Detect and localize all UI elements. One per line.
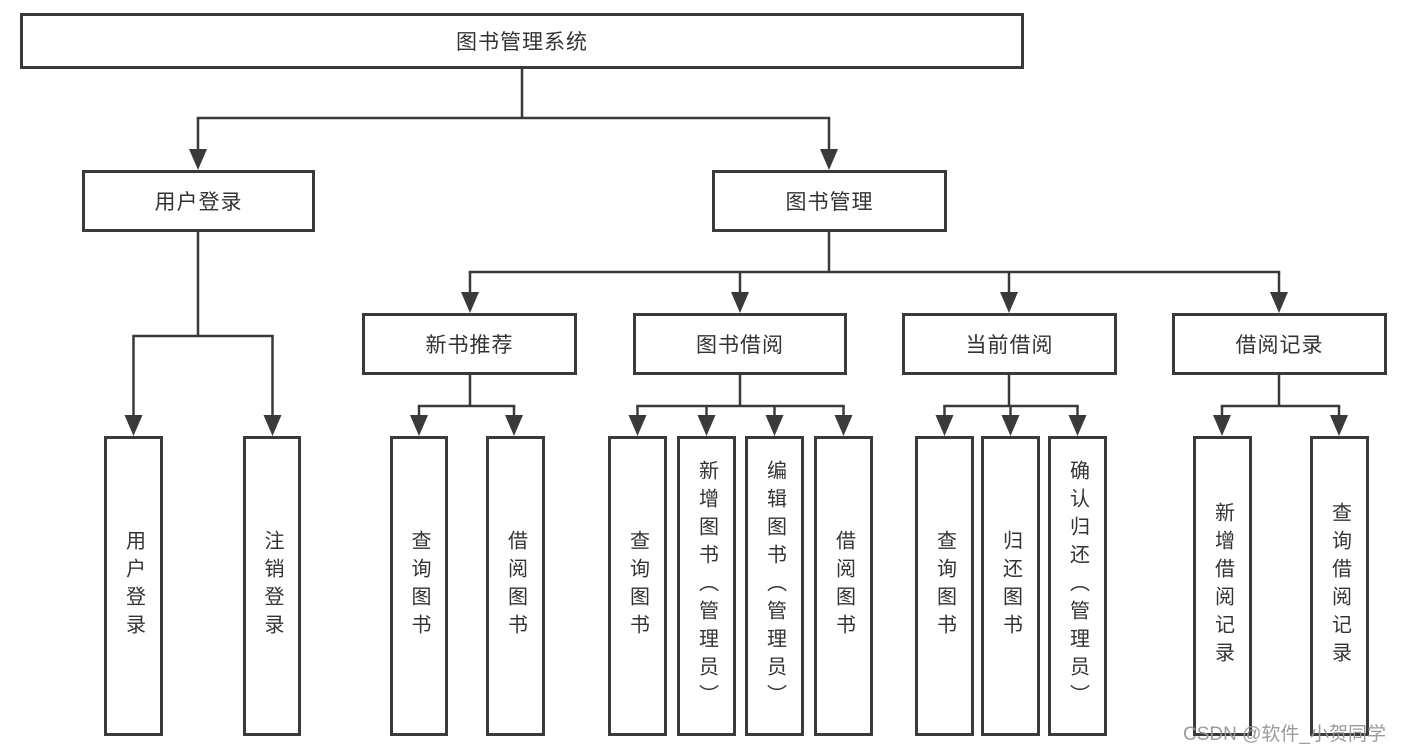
node-current-borrow-label: 当前借阅	[965, 334, 1054, 357]
leaf-borrow-books-recommend: 借阅图书	[486, 436, 545, 736]
leaf-add-borrow-record: 新增借阅记录	[1193, 436, 1252, 736]
leaf-add-books-admin-label: 新增图书（管理员）	[695, 460, 718, 712]
node-new-book-recommend: 新书推荐	[362, 313, 577, 375]
leaf-query-borrow-record-label: 查询借阅记录	[1328, 502, 1351, 670]
leaf-edit-books-admin: 编辑图书（管理员）	[745, 436, 804, 736]
leaf-confirm-return-admin: 确认归还（管理员）	[1048, 436, 1107, 736]
node-user-login-label: 用户登录	[154, 191, 243, 214]
leaf-user-login-label: 用户登录	[122, 530, 145, 642]
node-book-borrow-label: 图书借阅	[696, 334, 784, 357]
leaf-query-books-recommend: 查询图书	[390, 436, 448, 736]
leaf-borrow-books-recommend-label: 借阅图书	[504, 530, 527, 642]
leaf-add-borrow-record-label: 新增借阅记录	[1211, 502, 1234, 670]
leaf-query-books-current-label: 查询图书	[933, 530, 956, 642]
leaf-query-books-borrow-label: 查询图书	[626, 530, 649, 642]
node-borrow-records: 借阅记录	[1172, 313, 1387, 375]
leaf-query-borrow-record: 查询借阅记录	[1310, 436, 1369, 736]
csdn-watermark: CSDN @软件_小贺同学	[1183, 724, 1386, 745]
node-user-login: 用户登录	[82, 170, 315, 232]
leaf-borrow-books: 借阅图书	[814, 436, 873, 736]
leaf-logout-label: 注销登录	[261, 530, 283, 642]
leaf-confirm-return-admin-label: 确认归还（管理员）	[1066, 460, 1089, 712]
node-root-label: 图书管理系统	[456, 31, 588, 54]
node-current-borrow: 当前借阅	[902, 313, 1117, 375]
node-new-book-recommend-label: 新书推荐	[425, 334, 514, 357]
leaf-return-books: 归还图书	[981, 436, 1040, 736]
node-book-management: 图书管理	[712, 170, 947, 232]
leaf-query-books-recommend-label: 查询图书	[408, 530, 430, 642]
leaf-query-books-borrow: 查询图书	[608, 436, 667, 736]
node-book-management-label: 图书管理	[785, 191, 874, 214]
node-book-borrow: 图书借阅	[633, 313, 847, 375]
leaf-borrow-books-label: 借阅图书	[832, 530, 855, 642]
leaf-user-login: 用户登录	[104, 436, 163, 736]
leaf-query-books-current: 查询图书	[915, 436, 974, 736]
node-borrow-records-label: 借阅记录	[1235, 334, 1324, 357]
leaf-edit-books-admin-label: 编辑图书（管理员）	[763, 460, 786, 712]
leaf-logout: 注销登录	[243, 436, 301, 736]
leaf-add-books-admin: 新增图书（管理员）	[677, 436, 736, 736]
leaf-return-books-label: 归还图书	[999, 530, 1022, 642]
node-root: 图书管理系统	[20, 13, 1024, 69]
